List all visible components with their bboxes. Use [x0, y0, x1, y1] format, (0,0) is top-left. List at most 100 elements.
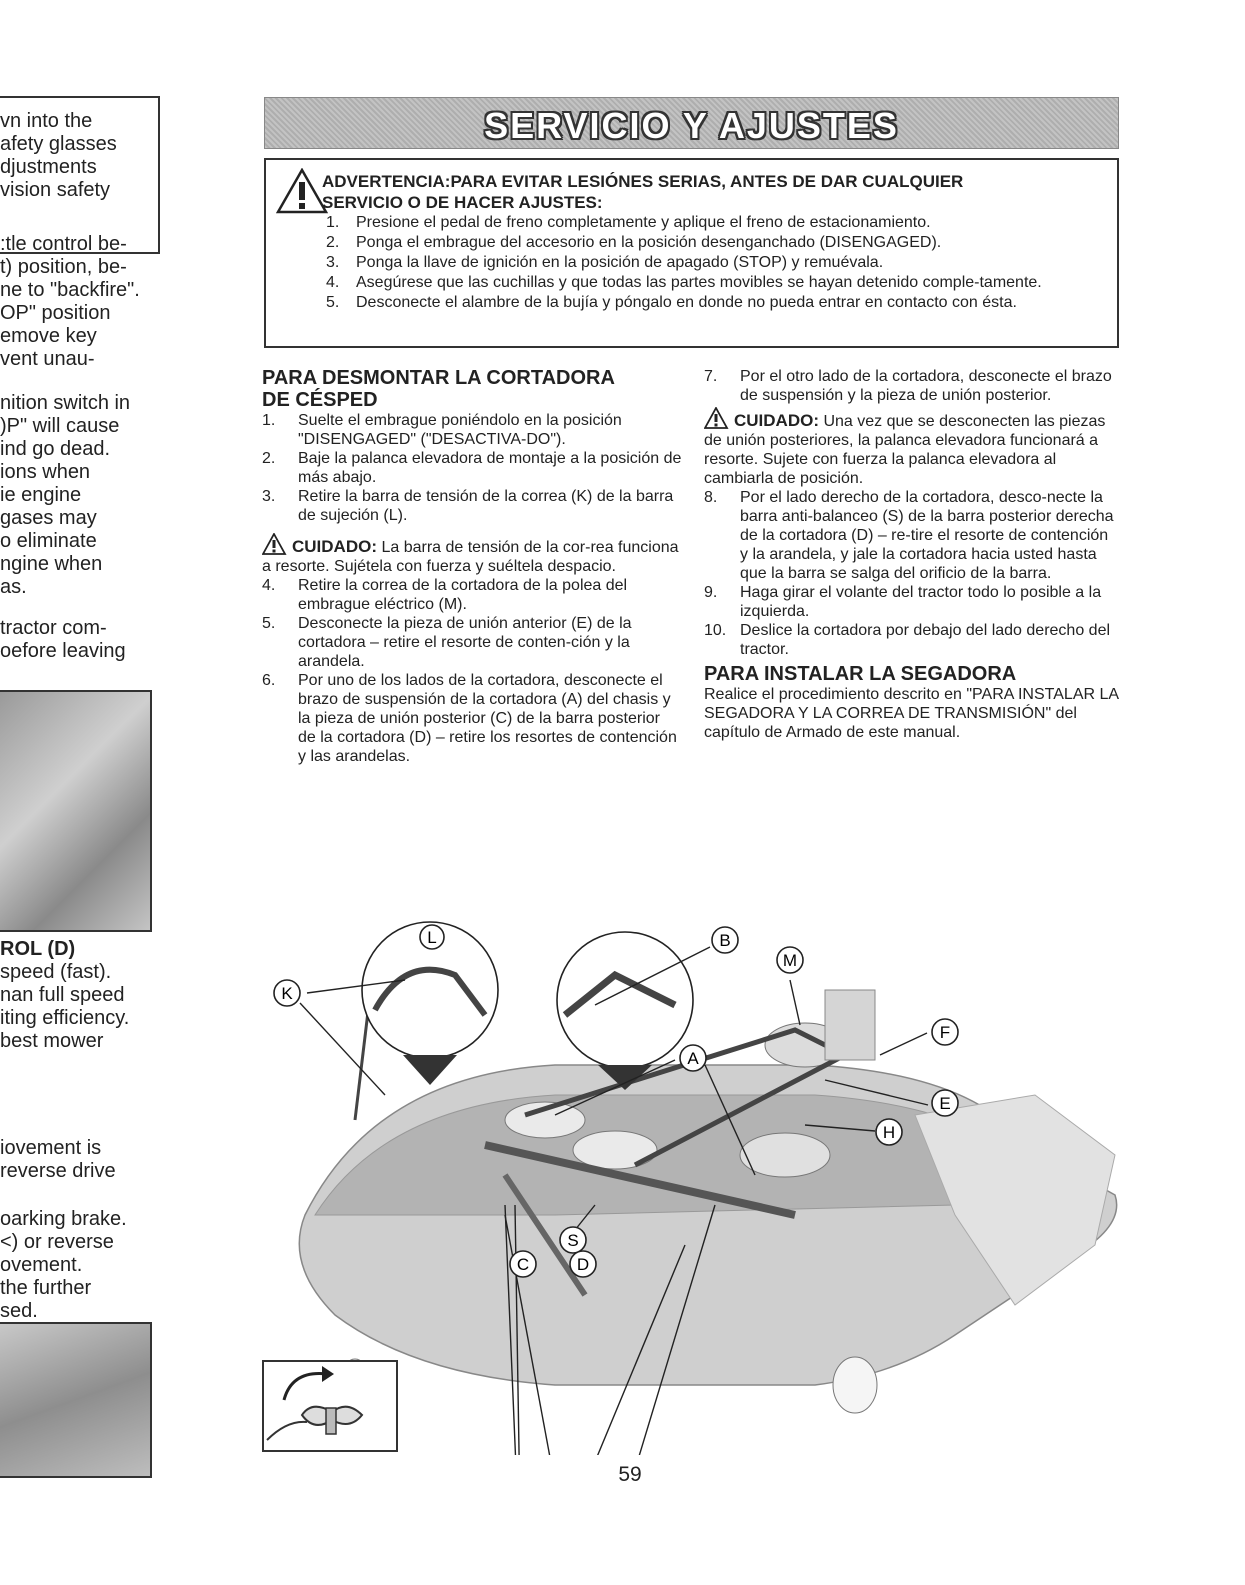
left-text-line: )P" will cause [0, 415, 120, 437]
step-item: 4. Retire la correa de la cortadora de la… [262, 576, 682, 614]
step-item: 9. Haga girar el volante del tractor todo… [704, 583, 1119, 621]
item-number: 1. [326, 214, 340, 231]
callout-C: C [509, 1250, 537, 1278]
step-text: Por uno de los lados de la cortadora, de… [298, 672, 677, 765]
callout-L: L [419, 924, 445, 950]
callout-label: E [939, 1094, 950, 1113]
left-text-line: vision safety [0, 179, 111, 201]
left-text-line: reverse drive [0, 1160, 116, 1182]
left-column-box-1: vn into the afety glasses djustments vis… [0, 96, 160, 254]
left-photo-1 [0, 690, 152, 932]
item-number: 2. [326, 234, 340, 251]
item-text: Asegúrese que las cuchillas y que todas … [356, 274, 1042, 291]
step-number: 10. [704, 622, 727, 639]
item-number: 4. [326, 274, 340, 291]
step-item: 6.Por uno de los lados de la cortadora, … [262, 671, 682, 766]
warning-triangle-icon [276, 168, 328, 214]
left-text-line: oarking brake. [0, 1208, 127, 1230]
callout-E: E [931, 1089, 959, 1117]
step-number: 3. [262, 488, 276, 505]
warning-item: 4. Asegúrese que las cuchillas y que toda… [322, 273, 1122, 293]
step-text: Retire la correa de la cortadora de la p… [298, 577, 628, 613]
section-banner: SERVICIO Y AJUSTES [264, 97, 1119, 149]
step-text: Retire la barra de tensión de la correa … [298, 488, 674, 524]
callout-S: S [559, 1226, 587, 1254]
callout-M: M [776, 946, 804, 974]
left-text-line: <) or reverse [0, 1231, 114, 1253]
warning-list: 1.Presione el pedal de freno completamen… [322, 213, 1122, 313]
item-text: Ponga el embrague del accesorio en la po… [356, 234, 942, 251]
left-text-line: ovement. [0, 1254, 83, 1276]
step-item: 10. Deslice la cortadora por debajo del l… [704, 621, 1119, 659]
callout-A: A [679, 1044, 707, 1072]
warning-item: 5.Desconecte el alambre de la bujía y pó… [322, 293, 1122, 313]
left-text-line: o eliminate [0, 530, 97, 552]
left-text-line: oefore leaving [0, 640, 126, 662]
left-text-line: :tle control be- [0, 233, 127, 255]
left-text-line: emove key [0, 325, 97, 347]
heading-line: DE CÉSPED [262, 389, 378, 411]
left-text-line: gases may [0, 507, 97, 529]
section-heading: PARA DESMONTAR LA CORTADORA DE CÉSPED [262, 367, 682, 411]
callout-label: D [577, 1255, 589, 1274]
page-title: SERVICIO Y AJUSTES [484, 105, 899, 146]
callout-label: C [517, 1255, 529, 1274]
left-column-text-5: ROL (D) speed (fast). nan full speed iti… [0, 938, 160, 1053]
arrow-head-icon [322, 1366, 334, 1382]
left-column-text-2: :tle control be- t) position, be- ne to … [0, 233, 160, 371]
warning-item: 1.Presione el pedal de freno completamen… [322, 213, 1122, 233]
left-text-line: afety glasses [0, 133, 117, 155]
callout-label: M [783, 951, 797, 970]
item-text: Ponga la llave de ignición en la posició… [356, 254, 884, 271]
caution-text: Una vez que se desconecten las piezas de… [704, 413, 1106, 487]
callout-label: A [687, 1049, 699, 1068]
callout-label: B [719, 931, 730, 950]
left-text-line: ngine when [0, 553, 103, 575]
callout-K: K [273, 979, 301, 1007]
left-heading: ROL (D) [0, 938, 76, 960]
remove-mower-column-2: 7.Por el otro lado de la cortadora, desc… [703, 367, 1119, 742]
caution-label: CUIDADO: [734, 411, 819, 430]
install-paragraph: Realice el procedimiento descrito en "PA… [704, 686, 1119, 741]
warning-title: ADVERTENCIA:PARA EVITAR LESIÓNES SERIAS,… [322, 171, 1102, 213]
step-item: 8. Por el lado derecho de la cortadora, d… [704, 488, 1119, 583]
step-number: 5. [262, 615, 276, 632]
left-text-line: iovement is [0, 1137, 102, 1159]
left-text-line: ions when [0, 461, 91, 483]
left-column-text-6: iovement is reverse drive [0, 1137, 160, 1183]
step-text: Deslice la cortadora por debajo del lado… [740, 622, 1111, 658]
left-text-line: nan full speed [0, 984, 125, 1006]
caution-paragraph: CUIDADO: Una vez que se desconecten las … [703, 406, 1119, 488]
step-number: 4. [262, 577, 276, 594]
caution-triangle-icon [703, 406, 729, 429]
step-number: 7. [704, 368, 718, 385]
step-number: 8. [704, 489, 718, 506]
left-text-line: ie engine [0, 484, 82, 506]
section-heading: PARA INSTALAR LA SEGADORA [704, 663, 1017, 685]
step-item: 1.Suelte el embrague poniéndolo en la po… [262, 411, 682, 449]
item-number: 5. [326, 294, 340, 311]
left-photo-2 [0, 1322, 152, 1478]
step-number: 9. [704, 584, 718, 601]
left-column-text-7: oarking brake. <) or reverse ovement. th… [0, 1208, 160, 1323]
callout-label: L [427, 928, 436, 947]
item-number: 3. [326, 254, 340, 271]
step-item: 2.Baje la palanca elevadora de montaje a… [262, 449, 682, 487]
left-text-line: OP" position [0, 302, 111, 324]
callout-F: F [931, 1018, 959, 1046]
left-text-line: vn into the [0, 110, 93, 132]
left-text-line: vent unau- [0, 348, 95, 370]
page-number: 59 [618, 1463, 642, 1486]
heading-line: PARA DESMONTAR LA CORTADORA [262, 367, 615, 389]
warning-box: ADVERTENCIA:PARA EVITAR LESIÓNES SERIAS,… [264, 158, 1119, 348]
left-text-line: nition switch in [0, 392, 131, 414]
mower-deck-diagram: L K B M F A E H S C D [273, 921, 1118, 1455]
left-text-line: sed. [0, 1300, 38, 1322]
left-text-line: speed (fast). [0, 961, 112, 983]
step-text: Haga girar el volante del tractor todo l… [740, 584, 1102, 620]
step-text: Por el lado derecho de la cortadora, des… [740, 489, 1114, 582]
remove-mower-column-1: PARA DESMONTAR LA CORTADORA DE CÉSPED 1.… [261, 367, 682, 766]
caution-triangle-icon [261, 532, 287, 555]
left-column-text-3: nition switch in )P" will cause ind go d… [0, 392, 160, 599]
curved-arrow-icon [282, 1372, 328, 1401]
